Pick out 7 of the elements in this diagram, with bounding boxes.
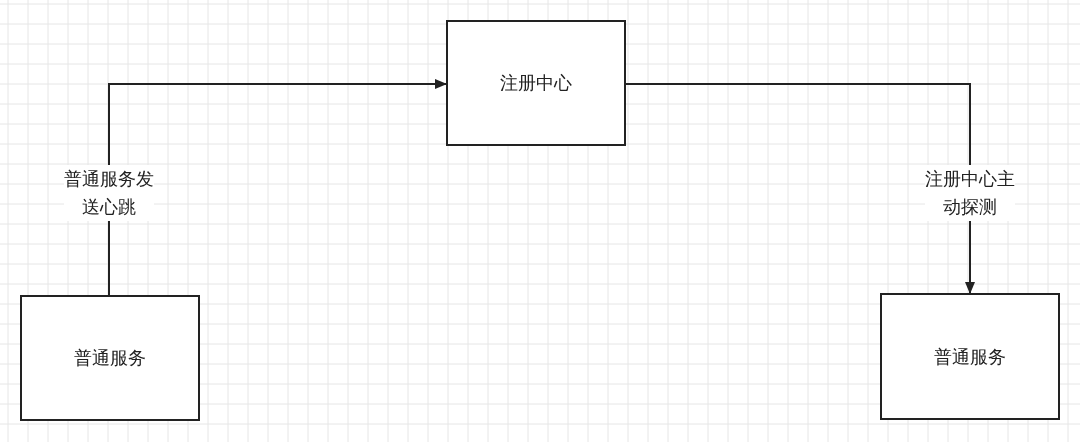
process-box: 普通服务 — [880, 293, 1060, 420]
process-box: 注册中心 — [446, 20, 626, 146]
edge-label: 注册中心主动探测 — [925, 165, 1015, 221]
arrow — [108, 79, 447, 296]
edge-label: 普通服务发送心跳 — [64, 165, 154, 221]
arrow — [625, 83, 975, 294]
process-box: 普通服务 — [20, 295, 200, 421]
